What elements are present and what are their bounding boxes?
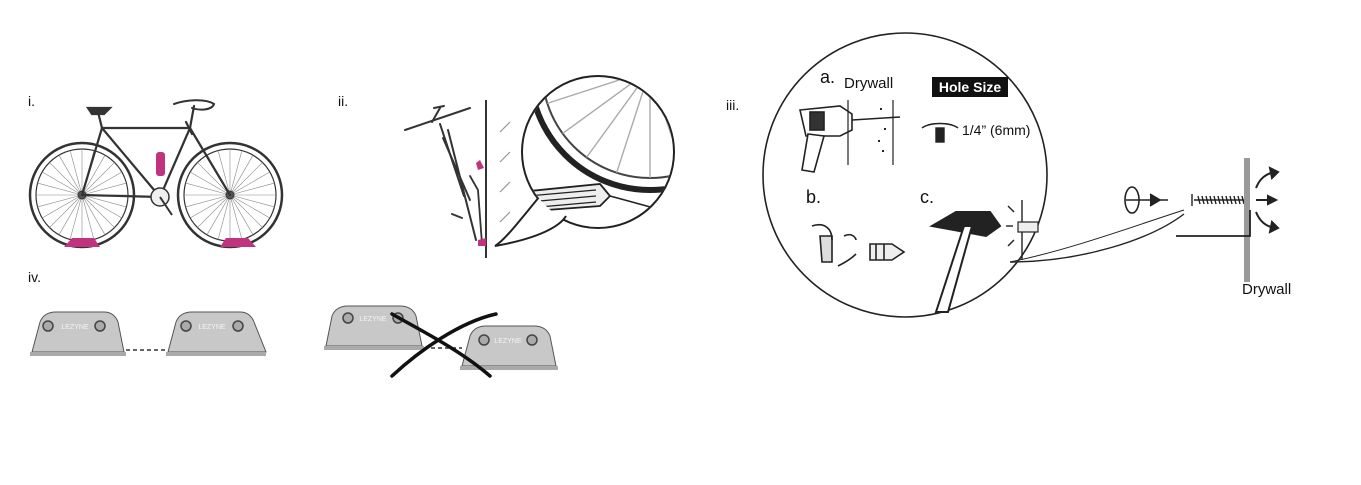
wheel-spoke <box>229 194 275 208</box>
wheel-spoke <box>69 194 83 240</box>
wheel-spoke <box>563 7 650 70</box>
wheel-spoke <box>81 194 106 235</box>
wheel-spoke <box>229 194 254 235</box>
wheel-spoke <box>229 194 243 240</box>
wall-pad-top <box>476 160 484 170</box>
wheel-spoke <box>206 194 231 235</box>
step-i-panel: i. <box>28 93 284 249</box>
pad-incorrect-right: LEZYNE <box>460 325 558 370</box>
wheel-spoke <box>229 194 270 219</box>
wheel-spoke <box>37 194 83 208</box>
anchor-in-wall <box>1017 221 1039 233</box>
wheel-spoke <box>49 194 83 228</box>
drill-icon <box>799 105 901 173</box>
anchor-twist-icon <box>811 224 906 267</box>
wheel-spoke <box>229 194 263 228</box>
hole-size-value: 1/4” (6mm) <box>962 122 1030 138</box>
wheel-spoke <box>229 150 243 196</box>
step-iv-panel: iv. LEZYNE LEZYNE LEZYNE <box>28 269 558 378</box>
sub-c-label: c. <box>920 187 934 207</box>
screwdriver-rotate-icon <box>1124 186 1168 214</box>
drywall-bottom-label: Drywall <box>1242 281 1291 298</box>
wheel-spoke <box>197 194 231 228</box>
wheel-spoke <box>69 150 83 196</box>
cross-out-icon <box>390 312 498 378</box>
bracket-icon <box>1176 210 1251 237</box>
hole-size-badge-text: Hole Size <box>939 79 1001 95</box>
wall-hatching <box>499 121 511 223</box>
step-iii-label: iii. <box>726 97 739 113</box>
sub-b-label: b. <box>806 187 821 207</box>
pad-logo: LEZYNE <box>198 324 226 331</box>
wheel-spoke <box>650 7 737 70</box>
wheel-spoke <box>650 37 753 70</box>
floor-pad-front <box>220 238 256 247</box>
wheel-spoke <box>617 0 650 70</box>
wheel-spoke <box>650 0 713 70</box>
bike-vertical <box>404 105 483 245</box>
wheel-spoke <box>547 37 650 70</box>
drywall-dust <box>878 108 886 152</box>
wheel-spoke <box>197 162 231 196</box>
screw-icon <box>1191 194 1250 206</box>
wheel-spoke <box>650 0 683 70</box>
impact-lines <box>1006 205 1015 247</box>
expansion-arrows <box>1255 166 1280 234</box>
wheel-spoke <box>587 0 650 70</box>
wheel-spoke <box>42 171 83 196</box>
badge-hole-size: Hole Size <box>932 77 1008 97</box>
wheel-spoke <box>81 194 127 208</box>
wheel-spoke <box>81 194 122 219</box>
step-i-label: i. <box>28 93 35 109</box>
detail-bubble <box>762 32 1048 318</box>
wheel-spoke <box>217 150 231 196</box>
wheel-spoke <box>58 194 83 235</box>
step-ii-panel: ii. <box>338 0 753 258</box>
wheel-spoke <box>229 155 254 196</box>
step-iv-label: iv. <box>28 269 41 285</box>
wheel-spoke <box>229 171 270 196</box>
drywall-top-label: Drywall <box>844 75 893 92</box>
wheel-spoke <box>42 194 83 219</box>
bike-frame <box>80 99 232 199</box>
zoom-bubble-tail <box>494 195 567 247</box>
wheel-spoke <box>547 77 651 105</box>
wheel-spoke <box>37 182 83 196</box>
pad-correct-right: LEZYNE <box>166 311 267 356</box>
pad-incorrect-left: LEZYNE <box>324 305 424 350</box>
floor-pad-rear <box>64 238 100 247</box>
wheel-spoke <box>190 171 231 196</box>
pad-correct-left: LEZYNE <box>30 311 126 356</box>
wheel-spoke <box>81 162 115 196</box>
floor-pad-small <box>478 238 486 246</box>
wheel-spoke <box>81 155 106 196</box>
wheel-spoke <box>185 194 231 208</box>
step-ii-label: ii. <box>338 93 348 109</box>
pad-logo: LEZYNE <box>61 324 89 331</box>
wheel-spoke <box>81 171 122 196</box>
wheel-spoke <box>185 182 231 196</box>
wheel-spoke <box>58 155 83 196</box>
wheel-spoke <box>81 182 127 196</box>
pad-logo: LEZYNE <box>494 338 522 345</box>
wheel-spoke <box>81 194 95 240</box>
bottle-cage-pink <box>156 152 165 176</box>
step-iii-panel: iii. a. Drywall Hole Size 1/4” (6mm) <box>726 32 1291 318</box>
wheel-spoke <box>190 194 231 219</box>
wheel-spoke <box>49 162 83 196</box>
hammer-icon <box>929 211 1002 313</box>
sub-a-label: a. <box>820 67 835 87</box>
wheel-spoke <box>217 194 231 240</box>
drywall-section <box>1244 158 1250 282</box>
detail-bubble-tail <box>1009 213 1185 263</box>
wheel-spoke <box>229 162 263 196</box>
wheel-spoke <box>81 194 115 228</box>
pad-logo: LEZYNE <box>359 316 387 323</box>
wheel-spoke <box>229 182 275 196</box>
anchor-icon <box>921 122 959 143</box>
